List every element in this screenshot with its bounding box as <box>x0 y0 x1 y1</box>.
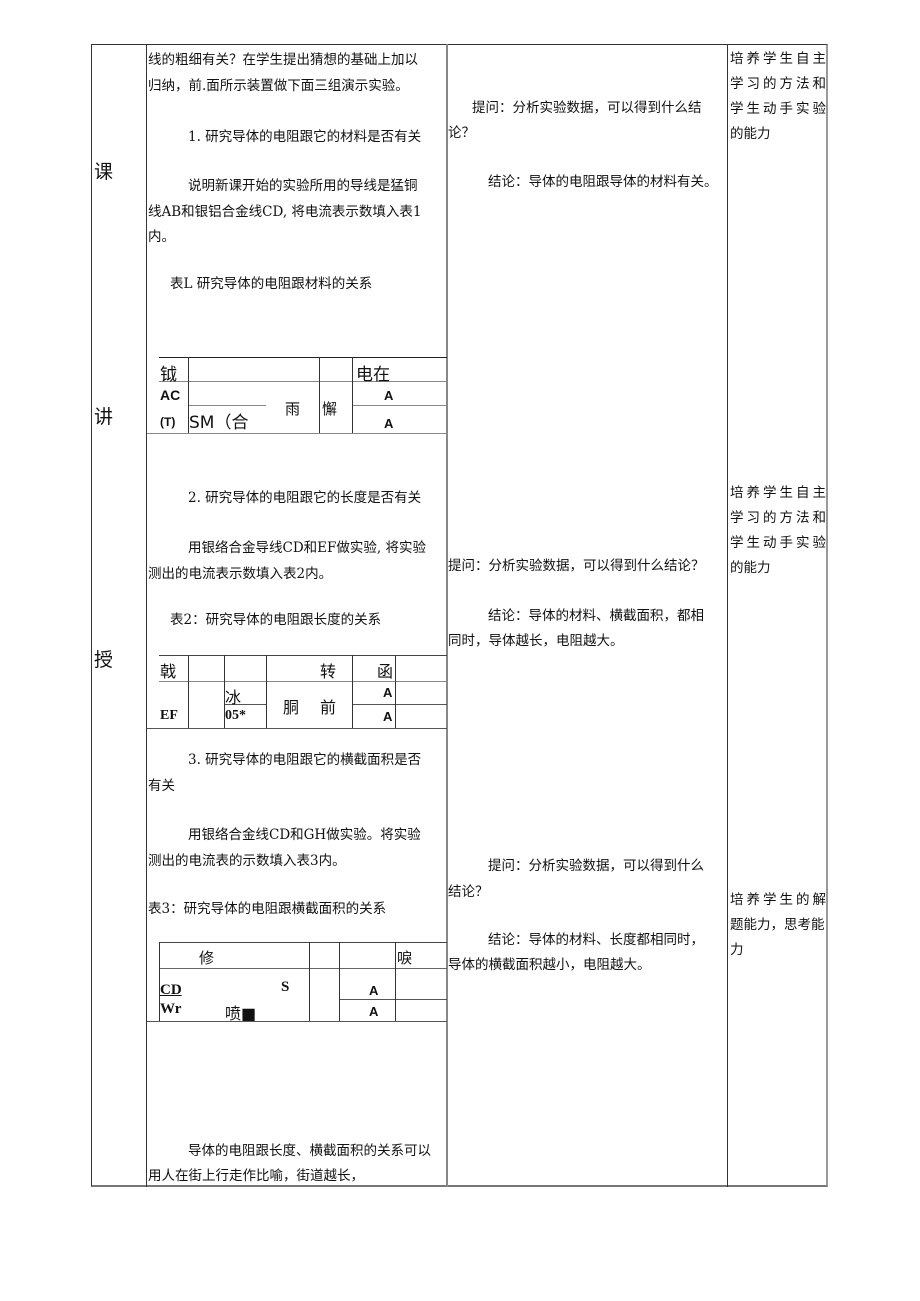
question: 论？ <box>448 125 475 141</box>
table3-unit: A <box>369 1004 379 1019</box>
column-divider <box>446 44 448 1187</box>
table1-unit: A <box>384 416 394 431</box>
table2-cell: EF <box>160 708 178 723</box>
table-rule <box>159 681 447 682</box>
table2-header: 函 <box>377 662 394 681</box>
goal: 培养学生的解 <box>730 892 829 908</box>
exp3-title: 3. 研究导体的电阻跟它的横截面积是否 <box>188 752 422 768</box>
conclusion: 同时，导体越长，电阻越大。 <box>448 633 624 649</box>
question: 提问：分析实验数据，可以得到什么结论？ <box>448 558 705 574</box>
table1-cell: 懈 <box>322 400 338 418</box>
table3-cell: 喷■ <box>225 1004 257 1023</box>
exp2-desc: 用银络合金导线CD和EF做实验, 将实验 <box>188 540 426 556</box>
conclusion: 结论：导体的材料、横截面积，都相 <box>488 608 704 624</box>
table2-cell: 冰 <box>225 688 242 707</box>
table-rule <box>188 405 266 406</box>
intro-line: 线的粗细有关？在学生提出猜想的基础上加以 <box>148 52 418 68</box>
table1-header: 电在 <box>356 365 390 385</box>
table-rule <box>395 942 396 1021</box>
table-rule <box>339 942 340 1021</box>
section-label: 授 <box>94 649 114 671</box>
table-rule <box>352 655 353 728</box>
table1-cell: SM（合 <box>189 413 249 433</box>
table-rule <box>352 357 353 433</box>
intro-line: 归纳，前.面所示装置做下面三组演示实验。 <box>148 78 409 94</box>
column-divider <box>146 44 147 1187</box>
table3-header: 唳 <box>397 949 413 967</box>
table2-unit: A <box>383 685 393 700</box>
table-rule <box>266 655 267 728</box>
table3-cell: Wr <box>160 1001 182 1017</box>
table-rule <box>159 381 447 382</box>
question: 提问：分析实验数据，可以得到什么 <box>488 858 704 874</box>
table3-cell: CD <box>160 982 182 998</box>
section-label: 讲 <box>94 406 114 428</box>
conclusion: 导体的横截面积越小，电阻越大。 <box>448 957 651 973</box>
table-rule <box>159 357 447 358</box>
table-rule <box>147 433 447 434</box>
goal: 的能力 <box>730 560 771 576</box>
table-rule <box>159 942 447 943</box>
goal: 学习的方法和 <box>730 510 829 526</box>
table-rule <box>159 942 160 1021</box>
table-rule <box>159 655 447 656</box>
column-divider <box>727 44 728 1187</box>
closing-text: 导体的电阻跟长度、横截面积的关系可以 <box>188 1143 431 1159</box>
goal: 学生动手实验 <box>730 535 829 551</box>
exp1-title: 1. 研究导体的电阻跟它的材料是否有关 <box>188 129 422 145</box>
table-rule <box>339 999 447 1000</box>
conclusion: 结论：导体的材料、长度都相同时， <box>488 932 704 948</box>
goal: 学习的方法和 <box>730 76 829 92</box>
goal: 的能力 <box>730 126 771 142</box>
exp3-desc: 用银络合金线CD和GH做实验。将实验 <box>188 827 421 843</box>
exp2-desc: 测出的电流表示数填入表2内。 <box>148 566 333 582</box>
table2-caption: 表2：研究导体的电阻跟长度的关系 <box>170 612 382 628</box>
lesson-table <box>91 44 828 1187</box>
table3-caption: 表3：研究导体的电阻跟横截面积的关系 <box>148 901 387 917</box>
table1-cell: (T) <box>160 415 176 429</box>
table-rule <box>319 357 320 433</box>
exp1-desc: 线AB和银铝合金线CD, 将电流表示数填入表1 <box>148 204 422 220</box>
exp2-title: 2. 研究导体的电阻跟它的长度是否有关 <box>188 490 422 506</box>
table-rule <box>159 968 447 969</box>
goal: 力 <box>730 942 744 958</box>
exp3-desc: 测出的电流表的示数填入表3内。 <box>148 853 346 869</box>
table1-unit: A <box>384 388 394 403</box>
table-rule <box>147 728 447 729</box>
goal: 题能力，思考能 <box>730 917 825 933</box>
table-rule <box>188 357 189 433</box>
table3-cell: S <box>281 979 290 995</box>
table2-header: 转 <box>320 662 337 681</box>
table-rule <box>353 405 447 406</box>
conclusion: 结论：导体的电阻跟导体的材料有关。 <box>488 174 718 190</box>
table1-cell: 雨 <box>285 400 301 418</box>
table3-unit: A <box>369 983 379 998</box>
closing-text: 用人在街上行走作比喻，街道越长， <box>148 1168 364 1184</box>
section-label: 课 <box>94 161 114 183</box>
exp1-desc: 内。 <box>148 229 175 245</box>
table1-header: 钺 <box>160 365 177 385</box>
table-rule <box>309 942 310 1021</box>
table-rule <box>188 655 189 728</box>
question: 结论？ <box>448 884 489 900</box>
table-rule <box>224 704 266 705</box>
table1-caption: 表L 研究导体的电阻跟材料的关系 <box>170 276 373 292</box>
goal: 学生动手实验 <box>730 101 829 117</box>
table-rule <box>352 704 447 705</box>
table-rule <box>147 1021 447 1022</box>
table2-cell: 前 <box>320 698 337 717</box>
table2-unit: A <box>383 709 393 724</box>
exp3-title: 有关 <box>148 778 175 794</box>
exp1-desc: 说明新课开始的实验所用的导线是猛铜 <box>188 178 418 194</box>
goal: 培养学生自主 <box>730 51 829 67</box>
table-rule <box>395 655 396 728</box>
question: 提问：分析实验数据，可以得到什么结 <box>472 100 702 116</box>
table2-cell: 05* <box>225 708 246 723</box>
table2-header: 戟 <box>160 662 177 681</box>
table2-cell: 胴 <box>283 698 300 717</box>
table-rule <box>224 655 225 728</box>
table1-cell: AC <box>160 387 181 403</box>
goal: 培养学生自主 <box>730 485 829 501</box>
table3-header: 修 <box>199 949 215 967</box>
